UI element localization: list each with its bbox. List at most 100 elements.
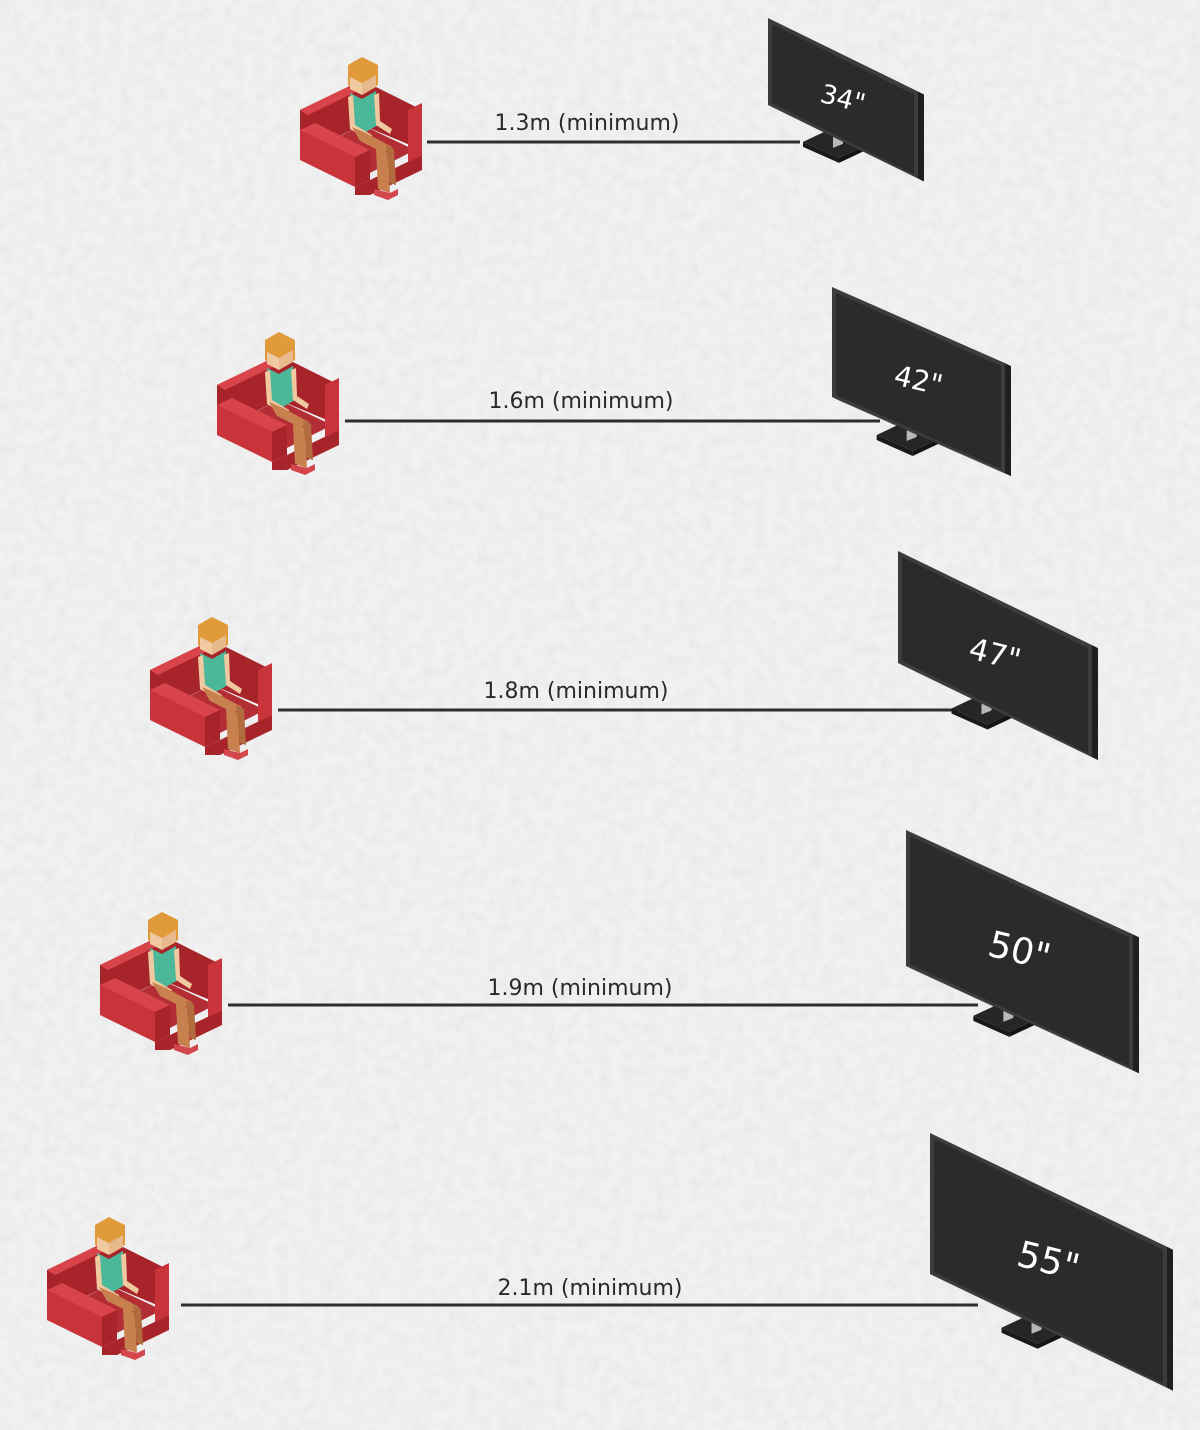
chair-arm-left-front [47,1290,102,1347]
tv-screen [772,24,914,175]
row-4: 50" [100,830,1139,1074]
chair-arm-right [258,663,272,722]
person-face [150,932,162,950]
person-arm-right [224,653,242,694]
person-shin-left [376,149,390,193]
person-shin-left [226,709,240,753]
chair-arm-right [408,103,422,162]
chair-arm-left-front [217,405,272,462]
tv-bottom [930,1274,1173,1391]
chair-arm-right [325,378,339,437]
person-arm-right [374,93,392,134]
person-face [97,1237,109,1255]
person-face-side [109,1235,123,1255]
row-2: 42" [217,287,1011,477]
person-shin-left [123,1309,137,1353]
person-shoes [291,464,315,475]
television-icon: 50" [906,830,1139,1074]
tv-stand-base-edge [973,1015,1010,1037]
tv-screen [934,1139,1163,1384]
person-arm-right [174,948,192,989]
television-icon: 47" [898,551,1098,761]
tv-side [918,91,924,182]
chair-arm-left-side [355,150,370,187]
person-shin-right [133,1305,143,1345]
chair-arm-left-front [300,130,355,187]
chair-arm-left-side [205,710,220,747]
chair-arm-right [155,1263,169,1322]
person-in-armchair-icon [300,57,422,200]
tv-stand-base-edge [1001,1327,1038,1349]
person-shin-right [386,145,396,185]
tv-bottom [768,105,924,182]
distance-label-row-2: 1.6m (minimum) [489,389,674,414]
row-1: 34" [300,18,924,200]
person-in-armchair-icon [217,332,339,475]
person-shirt [267,366,295,408]
tv-side [1092,645,1098,761]
chair-arm-left-side [272,425,287,462]
chair-arm-left-top [150,683,220,717]
chair-arm-left-front [150,690,205,747]
person-arm-right [121,1253,139,1294]
distance-label-row-5: 2.1m (minimum) [498,1276,683,1301]
tv-screen [902,557,1088,754]
chair-arm-left-top [100,978,170,1012]
person-face-side [162,930,176,950]
person-face-side [279,350,293,370]
tv-stand-base-edge [803,141,839,163]
person-shoes [121,1349,145,1360]
person-shirt [97,1251,125,1293]
person-shirt [350,91,378,133]
tv-stand-base-edge [876,434,913,456]
chair-arm-left-side [155,1005,170,1042]
person-shin-left [176,1004,190,1048]
tv-side [1133,934,1139,1074]
person-thighs [269,402,309,428]
person-shin-left [293,424,307,468]
tv-screen [836,293,1001,470]
person-thighs [152,982,192,1008]
person-in-armchair-icon [150,617,272,760]
person-shoes [374,189,398,200]
person-shoes [224,749,248,760]
distance-label-row-1: 1.3m (minimum) [495,111,680,136]
person-thighs [202,687,242,713]
television-icon: 42" [832,287,1011,477]
chair-arm-right [208,958,222,1017]
person-in-armchair-icon [100,912,222,1055]
person-shin-right [186,1000,196,1040]
row-3: 47" [150,551,1098,761]
tv-bottom [898,663,1098,761]
person-shoes [174,1044,198,1055]
person-face [350,77,362,95]
person-face [267,352,279,370]
person-shirt [200,651,228,693]
chair-arm-left-top [300,123,370,157]
person-shirt [150,946,178,988]
tv-side [1167,1246,1173,1391]
distance-label-row-4: 1.9m (minimum) [488,976,673,1001]
television-icon: 34" [768,18,924,182]
chair-arm-left-top [47,1283,117,1317]
tv-screen [910,836,1129,1067]
person-thighs [352,127,392,153]
person-face [200,637,212,655]
chair-arm-left-front [100,985,155,1042]
person-face-side [362,75,376,95]
tv-bottom [906,966,1139,1074]
person-shin-right [303,420,313,460]
chair-arm-left-top [217,398,287,432]
person-arm-right [291,368,309,409]
person-face-side [212,635,226,655]
person-shin-right [236,705,246,745]
tv-stand-base-edge [951,708,988,730]
distance-label-row-3: 1.8m (minimum) [484,679,669,704]
person-in-armchair-icon [47,1217,169,1360]
chair-arm-left-side [102,1310,117,1347]
person-thighs [99,1287,139,1313]
tv-side [1005,363,1011,477]
row-5: 55" [47,1133,1173,1391]
television-icon: 55" [930,1133,1173,1391]
